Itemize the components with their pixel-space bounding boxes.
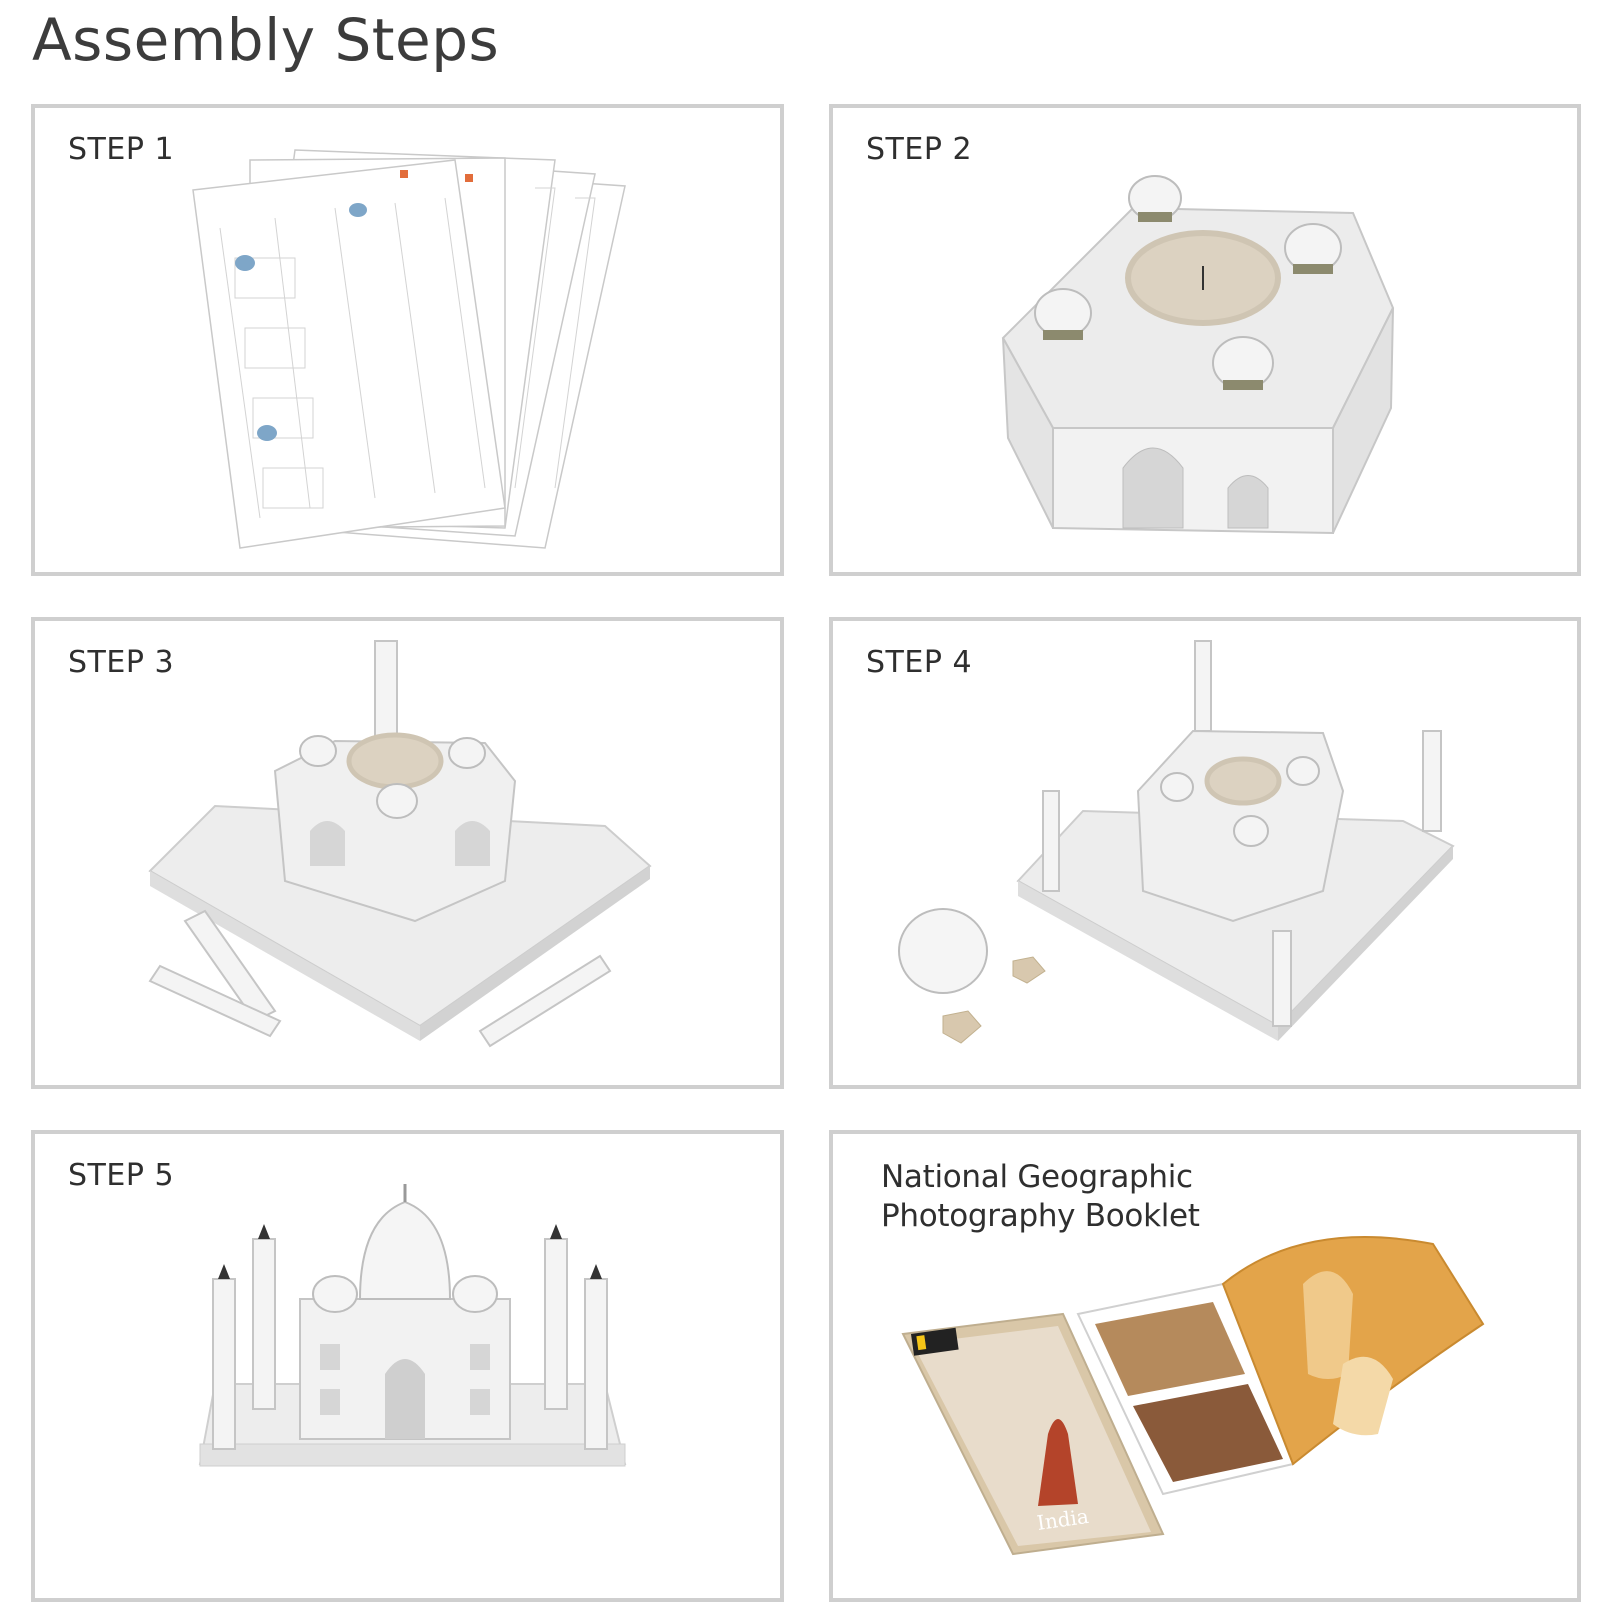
- instruction-sheets-image: [192, 149, 626, 549]
- booklet-heading-line-2: Photography Booklet: [881, 1198, 1200, 1234]
- step-2-panel: STEP 2: [829, 104, 1581, 576]
- photography-booklet-image: India: [901, 1236, 1485, 1556]
- platform-and-minarets-image: [148, 640, 652, 1048]
- base-structure-image: [1001, 175, 1395, 535]
- booklet-panel: National Geographic Photography Booklet …: [829, 1130, 1581, 1602]
- step-1-panel: STEP 1: [31, 104, 784, 576]
- page-title: Assembly Steps: [32, 6, 500, 74]
- step-1-label: STEP 1: [68, 132, 175, 167]
- step-4-panel: STEP 4: [829, 617, 1581, 1089]
- step-3-panel: STEP 3: [31, 617, 784, 1089]
- step-5-panel: STEP 5: [31, 1130, 784, 1602]
- booklet-heading-line-1: National Geographic: [881, 1159, 1193, 1195]
- booklet-heading: National Geographic Photography Booklet: [881, 1158, 1200, 1236]
- completed-taj-mahal-image: [198, 1184, 627, 1467]
- step-4-label: STEP 4: [866, 645, 973, 680]
- step-3-label: STEP 3: [68, 645, 175, 680]
- minarets-attached-image: [898, 640, 1455, 1044]
- step-5-label: STEP 5: [68, 1158, 175, 1193]
- step-2-label: STEP 2: [866, 132, 973, 167]
